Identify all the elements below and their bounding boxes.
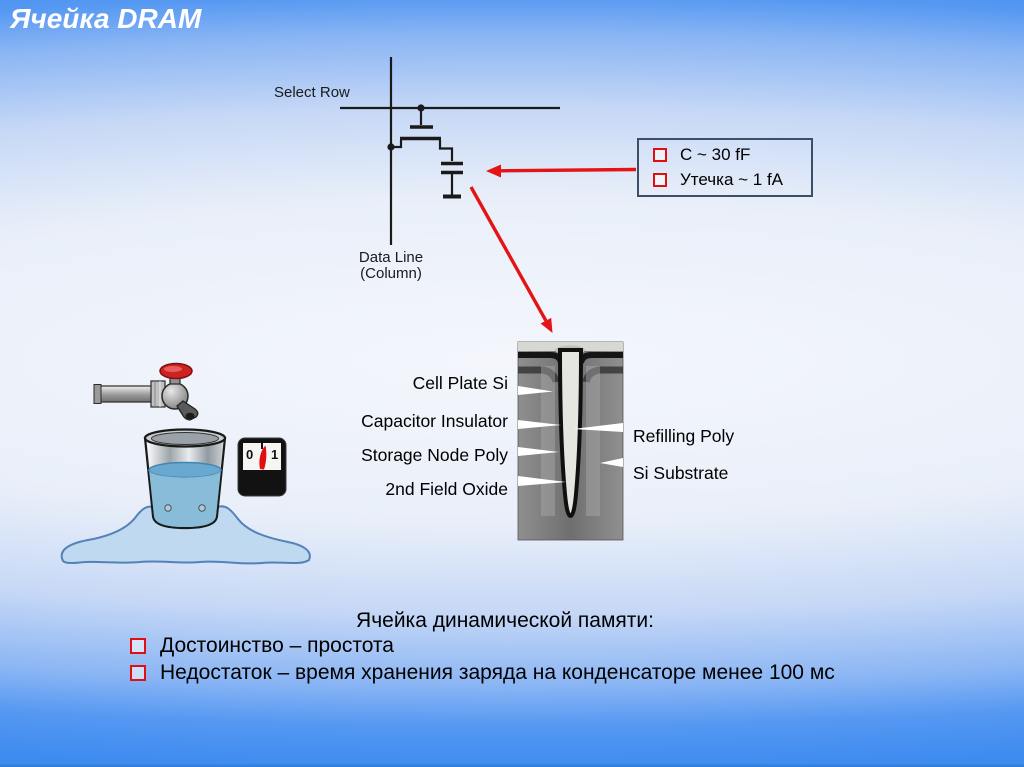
select-row-label: Select Row: [274, 84, 350, 101]
gauge-digit-zero: 0: [246, 447, 254, 462]
trench-cavity: [557, 348, 584, 519]
red-square-bullet-icon: [653, 148, 667, 162]
label-storage-node-poly: Storage Node Poly: [361, 445, 508, 465]
junction-dot: [417, 104, 425, 112]
faucet-icon: [93, 362, 199, 421]
label-capacitor-insulator: Capacitor Insulator: [361, 411, 508, 431]
summary-bullet-text: Достоинство – простота: [160, 634, 394, 657]
label-si-substrate: Si Substrate: [633, 463, 729, 483]
rivet: [198, 504, 206, 512]
data-line-label-line2: (Column): [360, 265, 422, 282]
water-puddle-icon: [60, 505, 311, 565]
junction-dot: [387, 143, 395, 151]
data-line-label: Data Line (Column): [338, 250, 444, 282]
slide-title: Ячейка DRAM: [10, 3, 202, 34]
red-square-bullet-icon: [653, 173, 667, 187]
label-2nd-field-oxide: 2nd Field Oxide: [385, 479, 508, 499]
label-pointer-wedges: [518, 386, 623, 486]
source-lead: [392, 140, 403, 149]
red-square-bullet-icon: [130, 638, 146, 654]
dram-circuit-diagram: [340, 57, 560, 245]
rivet: [164, 504, 172, 512]
faucet-knob: [159, 362, 193, 380]
capacitance-value: C ~ 30 fF: [680, 145, 751, 164]
slide-bottom-edge: [0, 762, 1024, 767]
summary-bullet-disadvantage: Недостаток – время хранения заряда на ко…: [130, 661, 835, 685]
summary-bullet-text: Недостаток – время хранения заряда на ко…: [160, 661, 835, 684]
summary-bullet-advantage: Достоинство – простота: [130, 634, 394, 658]
faucet-spout: [176, 400, 199, 421]
red-square-bullet-icon: [130, 665, 146, 681]
gauge-digit-one: 1: [271, 447, 279, 462]
label-refilling-poly: Refilling Poly: [633, 426, 735, 446]
label-cell-plate-si: Cell Plate Si: [412, 373, 508, 393]
water-body: [149, 470, 221, 527]
drain-lead: [438, 140, 454, 161]
cell-specs-callout: C ~ 30 fF Утечка ~ 1 fA: [637, 138, 813, 197]
bucket-icon: [143, 428, 227, 530]
summary-heading: Ячейка динамической памяти:: [356, 609, 654, 632]
arrow-to-trench-image-icon: [469, 186, 553, 333]
callout-item: Утечка ~ 1 fA: [653, 170, 811, 190]
water-surface: [148, 461, 222, 479]
callout-item: C ~ 30 fF: [653, 145, 811, 165]
arrow-to-capacitor-icon: [486, 164, 637, 178]
leakage-value: Утечка ~ 1 fA: [680, 170, 784, 189]
trench-capacitor-image: [517, 341, 624, 541]
data-line-label-line1: Data Line: [358, 249, 424, 266]
gauge-needle: [259, 445, 267, 470]
